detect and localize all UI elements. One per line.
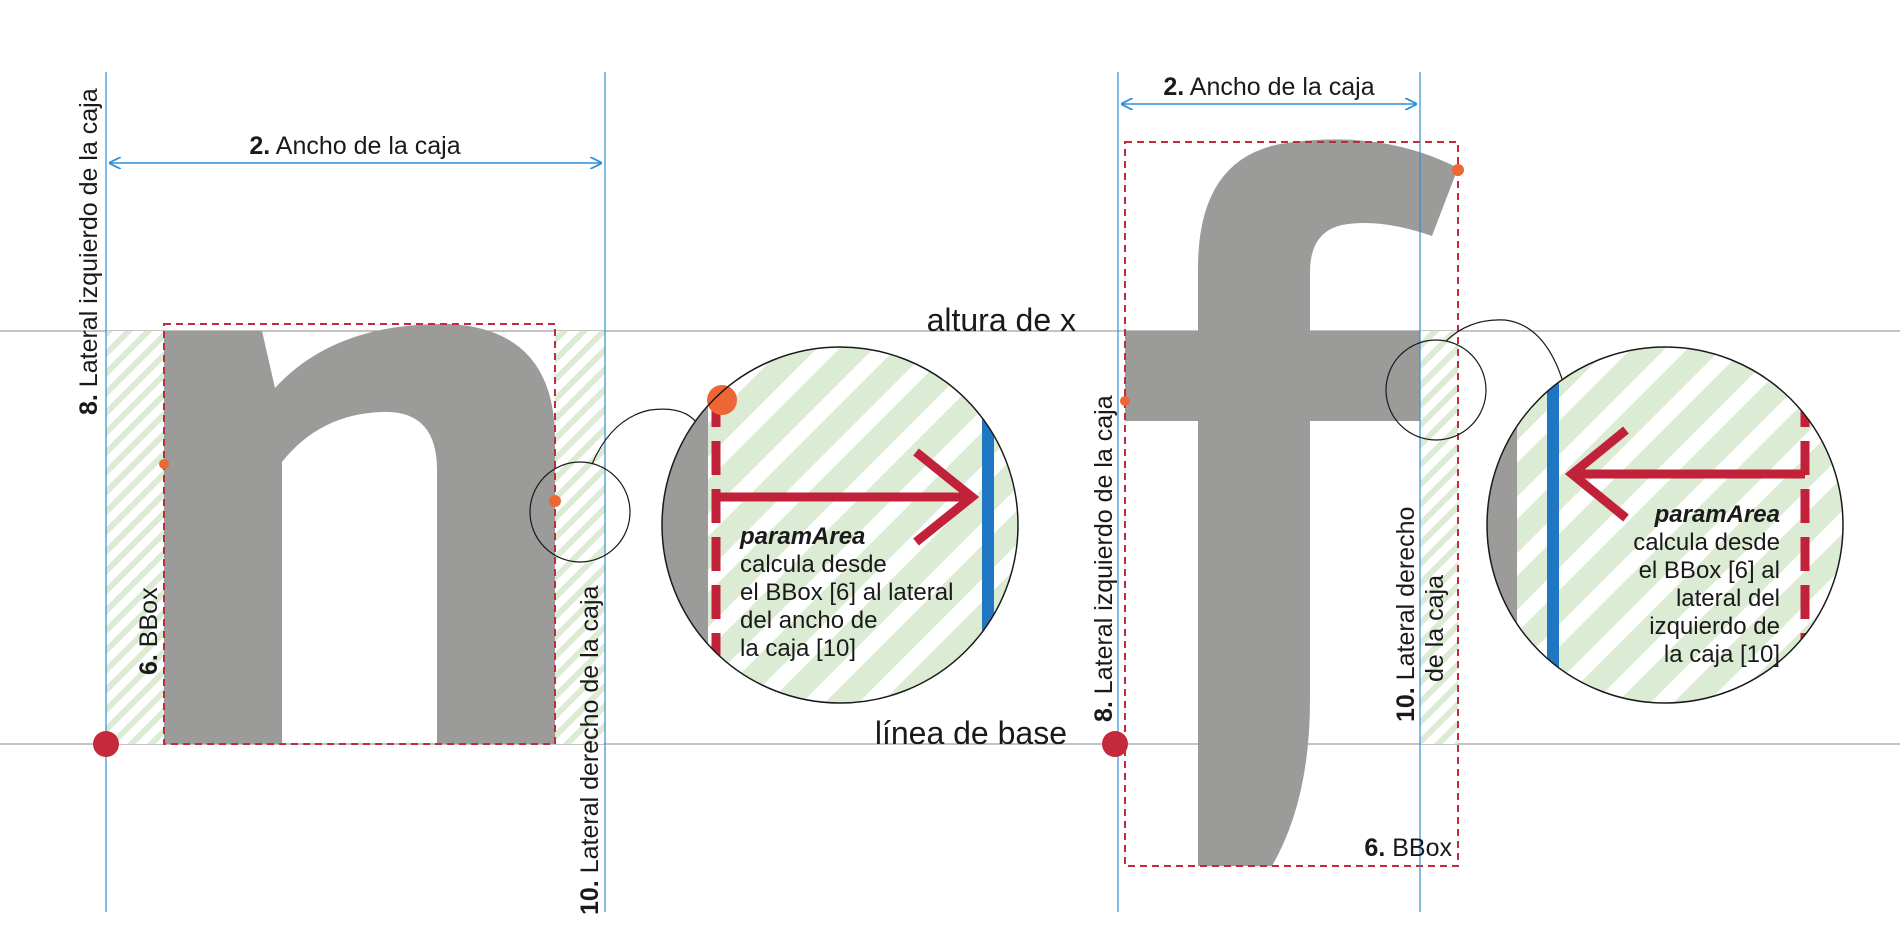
f-left-side-label: 8. Lateral izquierdo de la caja <box>1090 395 1118 722</box>
n-right-sidebearing-area <box>555 331 605 744</box>
n-callout-arrow-head <box>913 448 980 546</box>
n-left-side-label: 8. Lateral izquierdo de la caja <box>75 88 103 415</box>
f-callout-line-1: calcula desde <box>1633 529 1780 556</box>
f-right-side-label-line2: de la caja <box>1421 575 1449 682</box>
n-glyph-shape <box>164 323 555 744</box>
f-callout-circle: paramArea calcula desde el BBox [6] al l… <box>1486 346 1844 704</box>
f-bbox-left-point <box>1120 396 1130 406</box>
n-callout-orange-point <box>707 385 737 415</box>
n-glyph-group: 2. Ancho de la caja 8. Lateral izquierdo… <box>75 72 701 915</box>
n-bbox-rect <box>163 323 556 745</box>
f-callout-line-2: el BBox [6] al <box>1639 557 1780 584</box>
f-callout-arrow-head <box>1564 426 1629 522</box>
n-callout-line-2: el BBox [6] al lateral <box>740 579 953 606</box>
f-right-sidebearing-area <box>1420 331 1458 744</box>
f-box-width-label: 2. Ancho de la caja <box>1163 73 1374 101</box>
f-callout-title: paramArea <box>1654 501 1780 528</box>
n-callout-line-4: la caja [10] <box>740 635 856 662</box>
f-zoom-source-circle <box>1385 339 1487 441</box>
f-zoom-connector <box>1445 319 1564 383</box>
n-bbox-left-point <box>159 459 169 469</box>
n-left-sidebearing-area <box>106 331 164 744</box>
n-box-width-label: 2. Ancho de la caja <box>249 132 460 160</box>
f-origin-point <box>1102 731 1128 757</box>
f-bbox-label: 6. BBox <box>1364 834 1452 862</box>
f-glyph-group: 2. Ancho de la caja 8. Lateral izquierdo… <box>1090 72 1564 912</box>
x-height-label: altura de x <box>927 302 1076 338</box>
f-bbox-topright-point <box>1452 164 1464 176</box>
n-zoom-source-circle <box>529 461 631 563</box>
n-right-side-label: 10. Lateral derecho de la caja <box>576 585 604 915</box>
baseline-label: línea de base <box>875 715 1067 751</box>
f-callout-line-3: lateral del <box>1676 585 1780 612</box>
f-right-side-label-line1: 10. Lateral derecho <box>1392 507 1420 722</box>
n-callout-circle: paramArea calcula desde el BBox [6] al l… <box>661 346 1019 704</box>
n-callout-title: paramArea <box>739 523 865 550</box>
n-callout-line-1: calcula desde <box>740 551 887 578</box>
f-callout-line-5: la caja [10] <box>1664 641 1780 668</box>
f-glyph-shape <box>1125 139 1458 866</box>
n-origin-point <box>93 731 119 757</box>
n-bbox-label: 6. BBox <box>135 587 163 675</box>
n-bbox-right-point <box>549 495 561 507</box>
f-bbox-rect <box>1124 141 1459 867</box>
f-callout-line-4: izquierdo de <box>1649 613 1780 640</box>
n-zoom-connector <box>591 408 701 465</box>
n-callout-line-3: del ancho de <box>740 607 877 634</box>
